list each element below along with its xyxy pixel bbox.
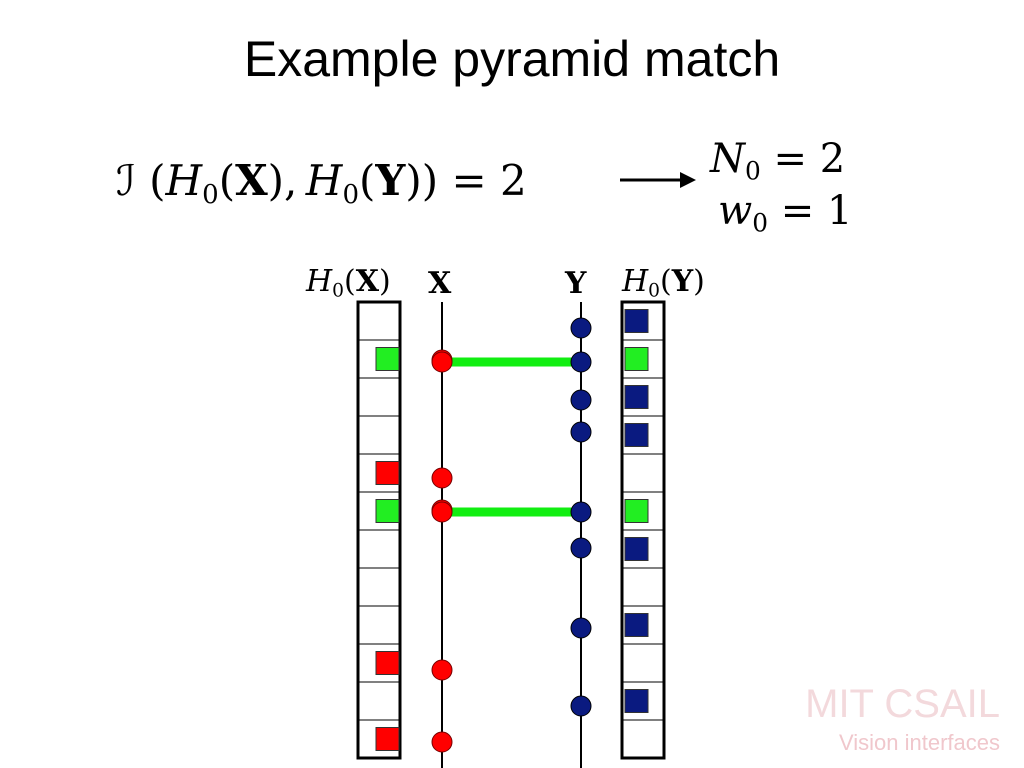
intersection-symbol: ℐ xyxy=(116,156,136,205)
hist-x-bin-red xyxy=(375,651,400,675)
watermark-mit-csail: MIT CSAIL xyxy=(805,682,1000,726)
hist-y-bin-navy xyxy=(624,613,649,637)
hist-y-bin-green xyxy=(624,347,649,371)
y-point xyxy=(570,317,592,339)
hist-x-bin-green xyxy=(375,499,400,523)
label-x: X xyxy=(428,266,452,301)
x-point xyxy=(431,731,453,753)
hist-x-bin-red xyxy=(375,727,400,751)
hist-y-bin-navy xyxy=(624,537,649,561)
n0-value: 2 xyxy=(819,136,846,182)
arrow-right-icon xyxy=(620,172,696,188)
w0-equation: w0 = 1 xyxy=(718,188,853,238)
x-point xyxy=(431,501,453,523)
intersection-equation: ℐ (H0(X), H0(Y)) = 2 xyxy=(116,156,527,210)
watermark-vision-interfaces: Vision interfaces xyxy=(838,730,1000,755)
w0-value: 1 xyxy=(826,188,853,234)
x-point xyxy=(431,351,453,373)
y-point xyxy=(570,421,592,443)
label-y: Y xyxy=(565,266,587,301)
label-h0-x: H0(X) xyxy=(306,264,391,302)
hist-y-bin-navy xyxy=(624,689,649,713)
label-h0-y: H0(Y) xyxy=(622,264,705,302)
y-point xyxy=(570,389,592,411)
hist-y-bin-navy xyxy=(624,385,649,409)
hist-x-bin-green xyxy=(375,347,400,371)
y-point xyxy=(570,617,592,639)
hist-y-bin-green xyxy=(624,499,649,523)
y-point xyxy=(570,537,592,559)
x-point xyxy=(431,467,453,489)
y-point xyxy=(570,501,592,523)
intersection-result: 2 xyxy=(500,156,527,205)
y-point xyxy=(570,695,592,717)
x-point xyxy=(431,659,453,681)
hist-x-bin-red xyxy=(375,461,400,485)
hist-y-bin-navy xyxy=(624,309,649,333)
y-point xyxy=(570,351,592,373)
n0-equation: N0 = 2 xyxy=(710,136,846,186)
slide-title: Example pyramid match xyxy=(243,31,781,87)
hist-y-bin-navy xyxy=(624,423,649,447)
